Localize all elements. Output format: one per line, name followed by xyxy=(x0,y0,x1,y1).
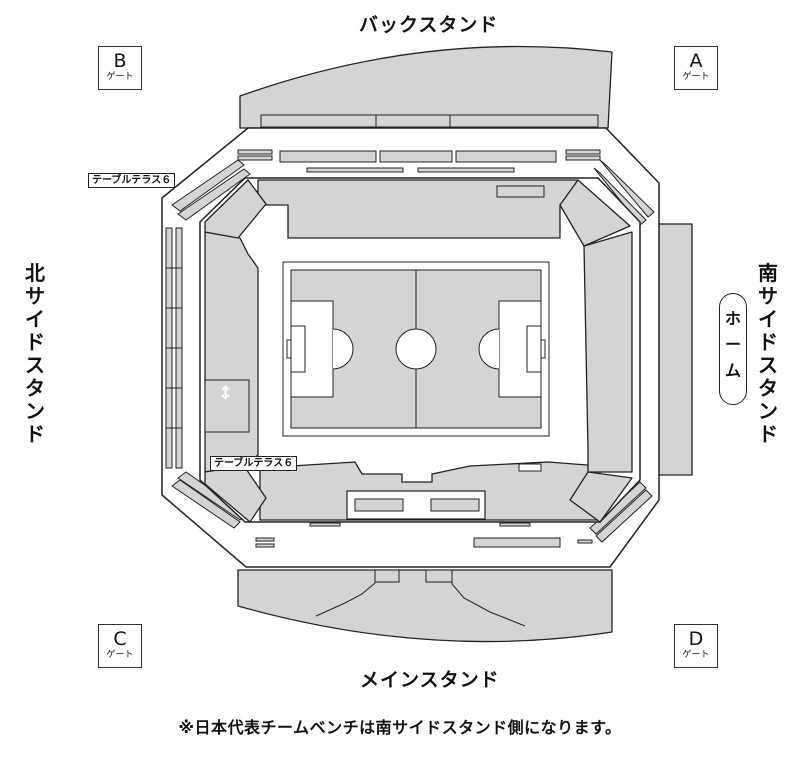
footnote: ※日本代表チームベンチは南サイドスタンド側になります。 xyxy=(178,718,622,737)
box-white xyxy=(518,463,542,472)
gate-b-sub: ゲート xyxy=(106,72,134,82)
gate-d-sub: ゲート xyxy=(682,650,710,660)
bench-left xyxy=(354,498,404,512)
north-stand-label: 北サイドスタンド xyxy=(25,261,45,446)
back-stand-upper[interactable] xyxy=(239,45,613,129)
bench-right xyxy=(430,498,480,512)
north-concourse-strips xyxy=(165,227,183,469)
home-marker: ホーム xyxy=(719,293,747,405)
gate-b-letter: B xyxy=(113,50,127,72)
south-stand-label: 南サイドスタンド xyxy=(758,261,778,446)
main-stand-upper[interactable] xyxy=(237,569,613,643)
back-stand-label: バックスタンド xyxy=(359,14,499,36)
terrace-tag-top: テーブルテラス６ xyxy=(88,173,176,188)
pitch xyxy=(282,261,550,437)
gate-c[interactable]: C ゲート xyxy=(98,624,142,668)
gate-a-sub: ゲート xyxy=(682,72,710,82)
gate-d[interactable]: D ゲート xyxy=(674,624,718,668)
main-concourse-blocks xyxy=(238,522,612,571)
terrace-tag-bottom: テーブルテラス６ xyxy=(210,456,298,471)
gate-b[interactable]: B ゲート xyxy=(98,46,142,90)
main-stand-upper-steps xyxy=(315,569,526,627)
gate-a-letter: A xyxy=(689,50,703,72)
scoreboard-box xyxy=(496,185,545,198)
gate-a[interactable]: A ゲート xyxy=(674,46,718,90)
north-stand-lower[interactable] xyxy=(204,231,259,473)
corner-se[interactable] xyxy=(569,471,633,523)
main-stand-label: メインスタンド xyxy=(360,669,500,691)
gate-c-letter: C xyxy=(113,628,127,650)
gate-c-sub: ゲート xyxy=(106,650,134,660)
updown-arrow-icon: ↕ xyxy=(218,383,234,404)
gate-d-letter: D xyxy=(688,628,704,650)
north-stand-section xyxy=(204,379,250,433)
corner-ne[interactable] xyxy=(559,179,631,247)
corner-nw[interactable] xyxy=(204,179,267,239)
back-concourse-blocks xyxy=(237,114,601,173)
south-stand-lower[interactable] xyxy=(583,231,633,473)
home-label: ホーム xyxy=(724,309,741,380)
